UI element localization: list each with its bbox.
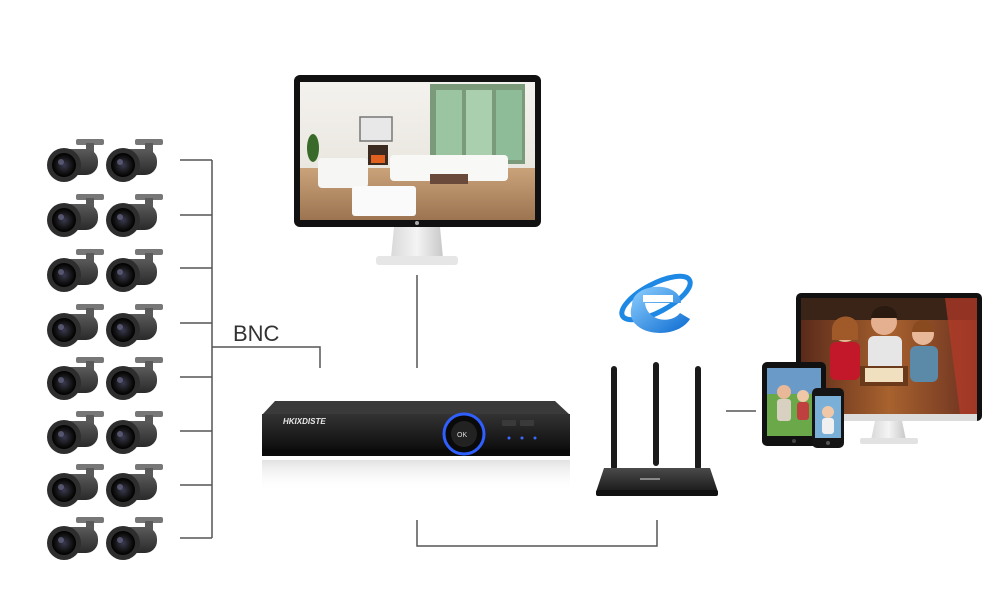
desktop-monitor-icon (294, 75, 541, 265)
bnc-wiring (180, 159, 321, 539)
client-devices-icon (762, 293, 982, 448)
cctv-camera (47, 139, 104, 182)
cctv-camera (47, 464, 104, 507)
wifi-router-icon (596, 362, 718, 496)
cctv-camera (106, 194, 163, 237)
cctv-camera (47, 249, 104, 292)
cctv-camera (106, 411, 163, 454)
cctv-camera (47, 357, 104, 400)
cctv-camera (106, 139, 163, 182)
bnc-label: BNC (233, 321, 280, 346)
dvr-brand: HKIXDISTE (283, 417, 326, 426)
cctv-camera (106, 304, 163, 347)
dvr-recorder-icon: HKIXDISTE OK (262, 401, 570, 492)
cctv-camera (106, 464, 163, 507)
lan-wire (416, 520, 658, 547)
cctv-camera (47, 304, 104, 347)
cctv-camera (47, 411, 104, 454)
dvr-ok-label: OK (457, 432, 467, 439)
cctv-camera (47, 194, 104, 237)
cctv-camera (106, 249, 163, 292)
camera-array (47, 139, 163, 560)
cctv-camera (106, 357, 163, 400)
internet-explorer-icon (619, 273, 693, 333)
cctv-camera (106, 517, 163, 560)
cctv-camera (47, 517, 104, 560)
